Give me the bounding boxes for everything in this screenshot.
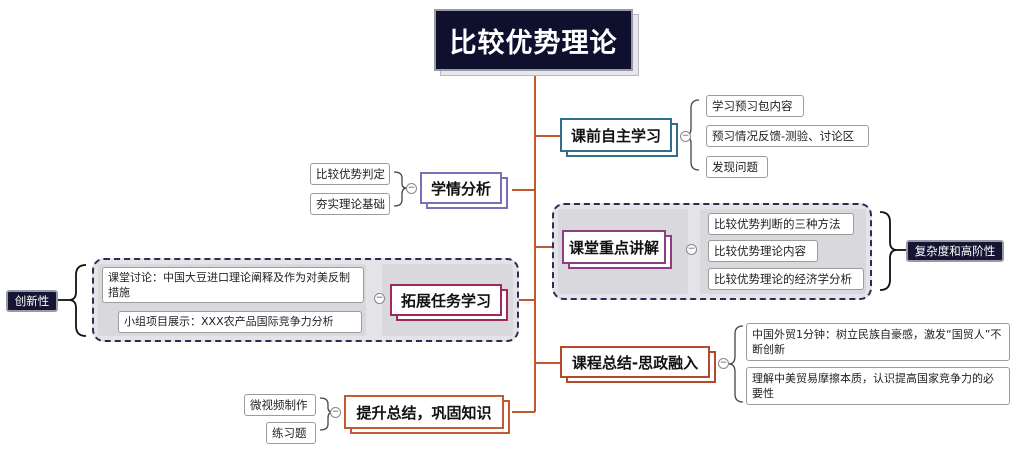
leaf-item[interactable]: 练习题 bbox=[266, 422, 316, 444]
summary-tag-innovation[interactable]: 创新性 bbox=[6, 290, 58, 312]
collapse-toggle-icon[interactable]: − bbox=[680, 131, 691, 142]
leaf-text: 比较优势判定 bbox=[316, 167, 385, 181]
branch-learning-analysis[interactable]: 学情分析 bbox=[420, 172, 502, 204]
branch-extended-tasks[interactable]: 拓展任务学习 bbox=[390, 284, 502, 316]
root-title: 比较优势理论 bbox=[449, 27, 618, 59]
collapse-toggle-icon[interactable]: − bbox=[406, 183, 417, 194]
collapse-toggle-icon[interactable]: − bbox=[686, 244, 697, 255]
leaf-text: 夯实理论基础 bbox=[316, 197, 385, 211]
leaf-text: 微视频制作 bbox=[250, 398, 308, 412]
leaf-text: 发现问题 bbox=[712, 160, 758, 174]
branch-consolidate-knowledge[interactable]: 提升总结，巩固知识 bbox=[344, 395, 504, 429]
leaf-item[interactable]: 课堂讨论：中国大豆进口理论阐释及作为对美反制措施 bbox=[102, 267, 364, 303]
leaf-item[interactable]: 微视频制作 bbox=[244, 394, 316, 416]
leaf-text: 练习题 bbox=[272, 426, 307, 440]
leaf-item[interactable]: 预习情况反馈-测验、讨论区 bbox=[706, 125, 869, 147]
branch-label: 课前自主学习 bbox=[570, 126, 661, 145]
branch-pre-class-self-study[interactable]: 课前自主学习 bbox=[560, 118, 672, 152]
summary-text: 复杂度和高阶性 bbox=[914, 244, 996, 258]
root-node[interactable]: 比较优势理论 bbox=[434, 9, 633, 71]
leaf-item[interactable]: 中国外贸1分钟：树立民族自豪感，激发“国贸人”不断创新 bbox=[746, 323, 1010, 361]
summary-tag-complexity[interactable]: 复杂度和高阶性 bbox=[906, 240, 1004, 262]
leaf-item[interactable]: 小组项目展示：XXX农产品国际竞争力分析 bbox=[118, 311, 362, 333]
leaf-text: 预习情况反馈-测验、讨论区 bbox=[712, 129, 855, 143]
branch-label: 学情分析 bbox=[430, 179, 491, 198]
leaf-text: 课堂讨论：中国大豆进口理论阐释及作为对美反制措施 bbox=[108, 271, 350, 299]
branch-key-lecture[interactable]: 课堂重点讲解 bbox=[562, 230, 666, 264]
leaf-text: 中国外贸1分钟：树立民族自豪感，激发“国贸人”不断创新 bbox=[752, 328, 1002, 356]
leaf-item[interactable]: 比较优势理论的经济学分析 bbox=[708, 268, 864, 290]
branch-label: 提升总结，巩固知识 bbox=[356, 403, 492, 422]
branch-label: 课堂重点讲解 bbox=[568, 238, 659, 257]
leaf-item[interactable]: 比较优势判定 bbox=[310, 163, 390, 185]
leaf-text: 学习预习包内容 bbox=[712, 99, 793, 113]
leaf-text: 比较优势理论的经济学分析 bbox=[714, 272, 852, 286]
leaf-text: 理解中美贸易摩擦本质，认识提高国家竞争力的必要性 bbox=[752, 372, 994, 400]
collapse-toggle-icon[interactable]: − bbox=[718, 358, 729, 369]
leaf-item[interactable]: 理解中美贸易摩擦本质，认识提高国家竞争力的必要性 bbox=[746, 367, 1010, 405]
leaf-item[interactable]: 学习预习包内容 bbox=[706, 95, 804, 117]
leaf-item[interactable]: 发现问题 bbox=[706, 156, 768, 178]
branch-course-summary[interactable]: 课程总结-思政融入 bbox=[560, 346, 710, 378]
leaf-text: 比较优势理论内容 bbox=[714, 244, 806, 258]
branch-label: 课程总结-思政融入 bbox=[571, 353, 699, 372]
branch-label: 拓展任务学习 bbox=[400, 291, 491, 310]
leaf-text: 比较优势判断的三种方法 bbox=[714, 217, 841, 231]
leaf-item[interactable]: 夯实理论基础 bbox=[310, 193, 390, 215]
summary-text: 创新性 bbox=[14, 294, 50, 308]
collapse-toggle-icon[interactable]: − bbox=[330, 407, 341, 418]
leaf-text: 小组项目展示：XXX农产品国际竞争力分析 bbox=[124, 315, 334, 328]
leaf-item[interactable]: 比较优势判断的三种方法 bbox=[708, 213, 854, 235]
collapse-toggle-icon[interactable]: − bbox=[374, 293, 385, 304]
leaf-item[interactable]: 比较优势理论内容 bbox=[708, 240, 818, 262]
